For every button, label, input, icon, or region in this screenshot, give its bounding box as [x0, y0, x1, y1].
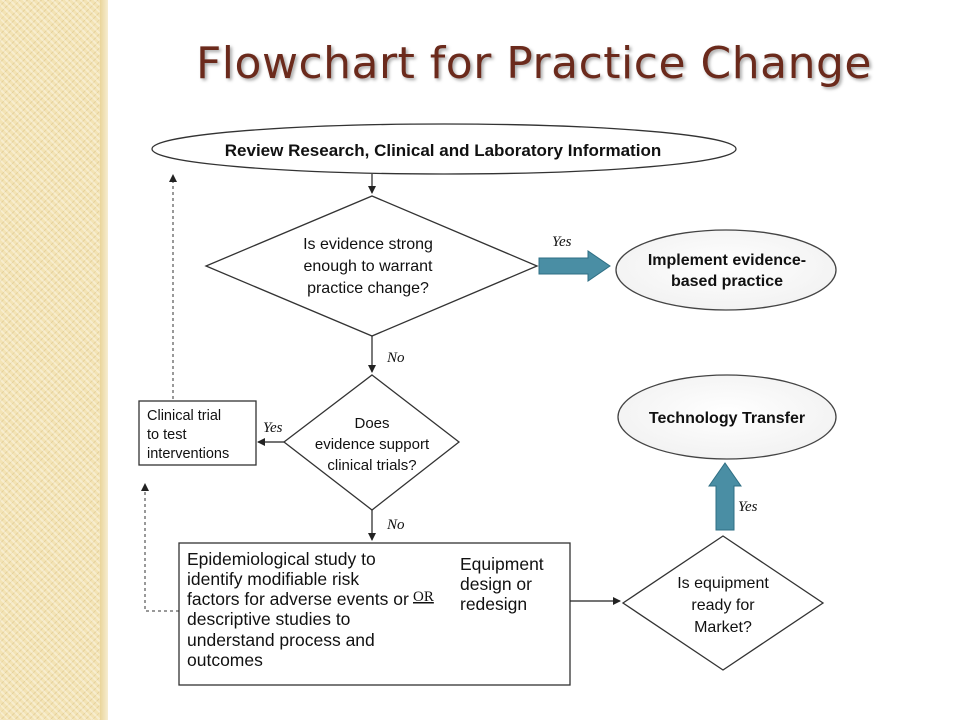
decorative-sidebar: [0, 0, 100, 720]
equipment-line-1: Equipment: [460, 554, 544, 574]
implement-line-1: Implement evidence-: [648, 252, 806, 269]
clinical-trial-line-3: interventions: [147, 446, 229, 462]
edge-label-yes-implement: Yes: [552, 234, 572, 250]
review-node: Review Research, Clinical and Laboratory…: [151, 123, 737, 175]
edge-label-no-support: No: [386, 350, 405, 366]
clinical-trial-node: Clinical trial to test interventions: [138, 400, 257, 466]
equipment-design-text: Equipment design or redesign: [460, 554, 570, 614]
decision-strong-node: Is evidence strong enough to warrant pra…: [204, 195, 539, 337]
tech-transfer-node: Technology Transfer: [617, 374, 837, 460]
implement-node: Implement evidence- based practice: [615, 229, 837, 311]
tech-transfer-label: Technology Transfer: [649, 410, 805, 427]
study-equipment-box: [178, 542, 571, 686]
or-label: OR: [413, 589, 434, 605]
thick-arrow-implement: [538, 250, 611, 282]
decision-equipment-line-3: Market?: [694, 619, 752, 636]
epidemiological-study-text: Epidemiological study to identify modifi…: [187, 549, 409, 670]
decision-support-line-2: evidence support: [315, 436, 430, 453]
sidebar-edge: [100, 0, 108, 720]
decision-support-node: Does evidence support clinical trials?: [282, 374, 461, 511]
review-label: Review Research, Clinical and Laboratory…: [225, 141, 661, 160]
decision-support-line-3: clinical trials?: [327, 457, 416, 474]
decision-strong-line-2: enough to warrant: [304, 258, 434, 275]
edge-label-no-epi: No: [386, 517, 405, 533]
decision-equipment-line-1: Is equipment: [677, 575, 769, 592]
clinical-trial-line-2: to test: [147, 427, 187, 443]
implement-line-2: based practice: [671, 273, 783, 290]
decision-strong-line-1: Is evidence strong: [303, 236, 433, 253]
edge-label-yes-transfer: Yes: [738, 499, 758, 515]
thick-arrow-transfer: [708, 462, 742, 531]
clinical-trial-line-1: Clinical trial: [147, 408, 221, 424]
feedback-study-to-trial: [141, 483, 179, 612]
equipment-line-3: redesign: [460, 594, 528, 615]
decision-support-line-1: Does: [354, 415, 389, 432]
decision-equipment-node: Is equipment ready for Market?: [621, 535, 825, 671]
decision-strong-line-3: practice change?: [307, 280, 429, 297]
slide-title: Flowchart for Practice Change: [196, 38, 872, 89]
decision-equipment-line-2: ready for: [691, 597, 755, 614]
equipment-line-2: design or: [460, 574, 532, 595]
edge-label-yes-trial: Yes: [263, 420, 283, 436]
